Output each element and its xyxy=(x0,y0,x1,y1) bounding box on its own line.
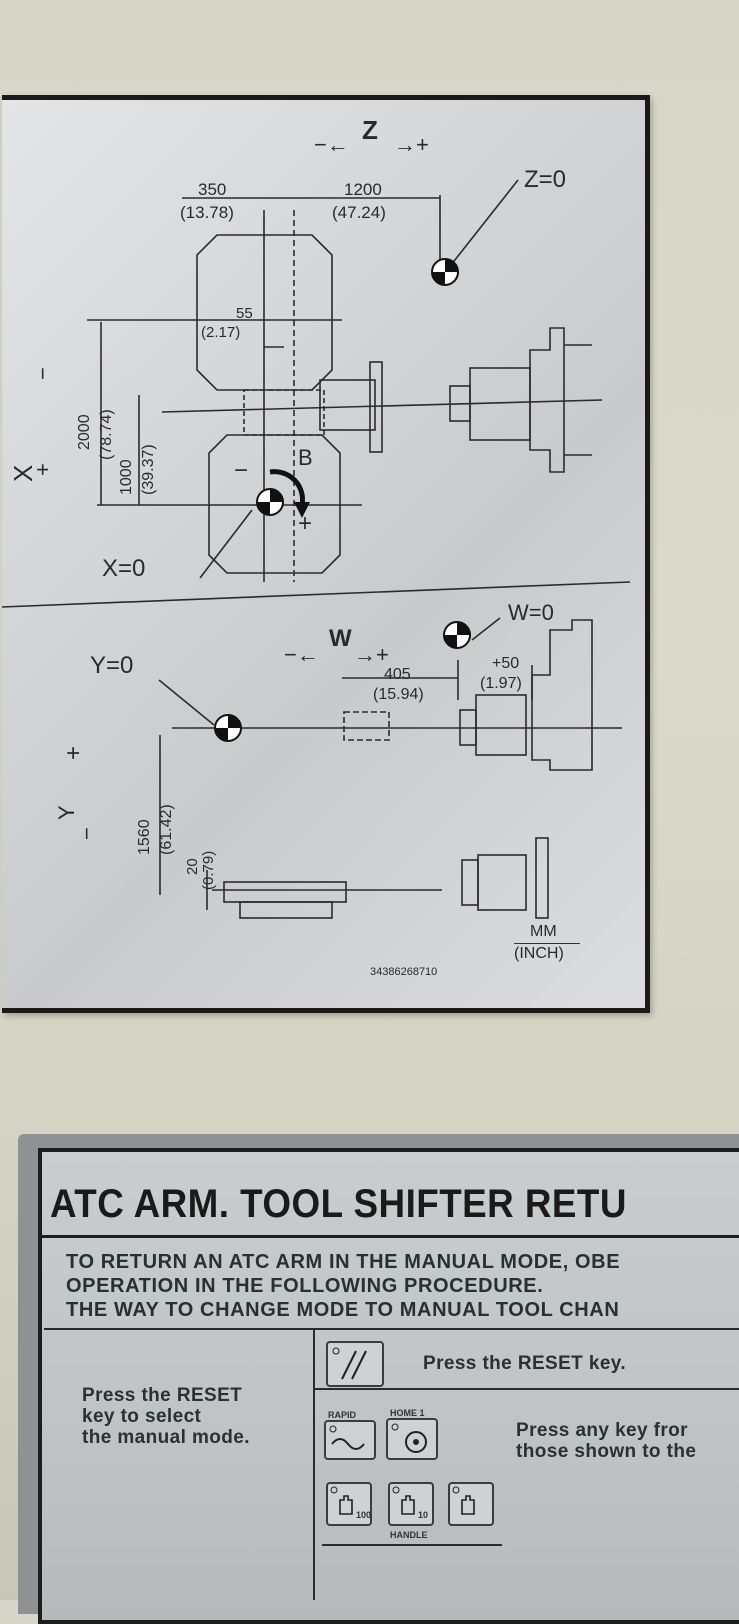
b-axis-minus: − xyxy=(234,457,249,484)
x-zero-datum-icon xyxy=(256,488,284,516)
y-zero-label: Y=0 xyxy=(90,652,134,679)
divider-line xyxy=(2,581,631,608)
b-axis-label: B xyxy=(298,445,313,470)
y-zero-datum-icon xyxy=(214,714,242,742)
y-axis-label: Y xyxy=(54,805,79,820)
atc-title: ATC ARM. TOOL SHIFTER RETU xyxy=(50,1182,627,1226)
unit-mm: MM xyxy=(530,923,557,940)
dim-20-inch: (0.79) xyxy=(200,850,217,890)
b-rotation-arrow-icon xyxy=(269,469,305,506)
key-home-label: HOME 1 xyxy=(390,1408,425,1418)
left-step-3: the manual mode. xyxy=(82,1427,250,1448)
y-axis-minus: − xyxy=(74,827,99,840)
home-key-icon xyxy=(386,1418,438,1460)
reset-key-icon xyxy=(326,1341,384,1387)
dim-1200-inch: (47.24) xyxy=(332,203,386,222)
z-axis-minus: −← xyxy=(314,132,349,157)
dim-1560-inch: (61.42) xyxy=(158,804,175,855)
steps-row-divider xyxy=(313,1388,739,1390)
w-zero-label: W=0 xyxy=(508,600,554,625)
dim-55: 55 xyxy=(236,305,253,322)
w-zero-datum-icon xyxy=(443,621,471,649)
z-axis-plus: →+ xyxy=(394,132,429,157)
dim-1000: 1000 xyxy=(118,459,135,495)
dim-350: 350 xyxy=(198,180,227,199)
key-x10-label: 10 xyxy=(418,1510,429,1520)
table-octagon xyxy=(208,434,341,574)
title-divider xyxy=(40,1235,739,1238)
any-key-step-2: those shown to the xyxy=(516,1441,697,1462)
key-x100-label: 100 xyxy=(356,1510,372,1520)
reset-step: Press the RESET key. xyxy=(423,1353,627,1374)
b-axis-plus: + xyxy=(298,510,313,537)
w-axis-plus: →+ xyxy=(354,642,389,667)
dim-2000: 2000 xyxy=(76,414,93,450)
handle-underline xyxy=(322,1544,502,1546)
handle-x10-key-icon: 10 xyxy=(388,1482,434,1526)
unit-divider xyxy=(514,943,580,944)
steps-column-divider xyxy=(313,1330,315,1600)
handle-x100-key-icon: 100 xyxy=(326,1482,372,1526)
x-zero-label: X=0 xyxy=(102,555,146,582)
key-handle-label: HANDLE xyxy=(390,1530,428,1540)
dim-1200: 1200 xyxy=(344,180,382,199)
axis-diagram-plate: Z −← →+ 350 (13.78) 1200 (47.24) Z=0 55 … xyxy=(2,95,650,1013)
left-step-2: key to select xyxy=(82,1406,202,1427)
instruction-line-1: TO RETURN AN ATC ARM IN THE MANUAL MODE,… xyxy=(66,1251,621,1273)
dim-1560: 1560 xyxy=(136,819,153,855)
x-axis-minus: − xyxy=(30,367,55,380)
axis-diagram-drawing xyxy=(2,179,631,919)
dim-1000-inch: (39.37) xyxy=(140,444,157,495)
instruction-line-3: THE WAY TO CHANGE MODE TO MANUAL TOOL CH… xyxy=(66,1299,620,1321)
dim-50: +50 xyxy=(492,655,520,672)
dim-55-inch: (2.17) xyxy=(201,324,241,341)
dim-350-inch: (13.78) xyxy=(180,203,234,222)
x-axis-plus: + xyxy=(30,463,55,476)
y-axis-plus: + xyxy=(60,745,87,760)
dim-405: 405 xyxy=(384,666,411,683)
any-key-step-1: Press any key fror xyxy=(516,1420,688,1441)
instruction-line-2: OPERATION IN THE FOLLOWING PROCEDURE. xyxy=(66,1275,544,1297)
handle-x1-key-icon xyxy=(448,1482,494,1526)
rapid-key-icon xyxy=(324,1420,376,1460)
key-rapid-label: RAPID xyxy=(328,1410,357,1420)
unit-inch: (INCH) xyxy=(514,945,564,962)
z-axis-label: Z xyxy=(362,115,378,145)
steps-divider xyxy=(44,1328,739,1330)
z-zero-label: Z=0 xyxy=(524,166,567,193)
dim-20: 20 xyxy=(184,858,201,875)
dim-2000-inch: (78.74) xyxy=(98,409,115,460)
z-zero-datum-icon xyxy=(431,258,459,286)
dim-405-inch: (15.94) xyxy=(373,686,424,703)
w-axis-label: W xyxy=(329,625,352,652)
part-number: 34386268710 xyxy=(370,966,438,978)
w-axis-minus: −← xyxy=(284,642,319,667)
dim-50-inch: (1.97) xyxy=(480,675,522,692)
left-step-1: Press the RESET xyxy=(82,1385,243,1406)
